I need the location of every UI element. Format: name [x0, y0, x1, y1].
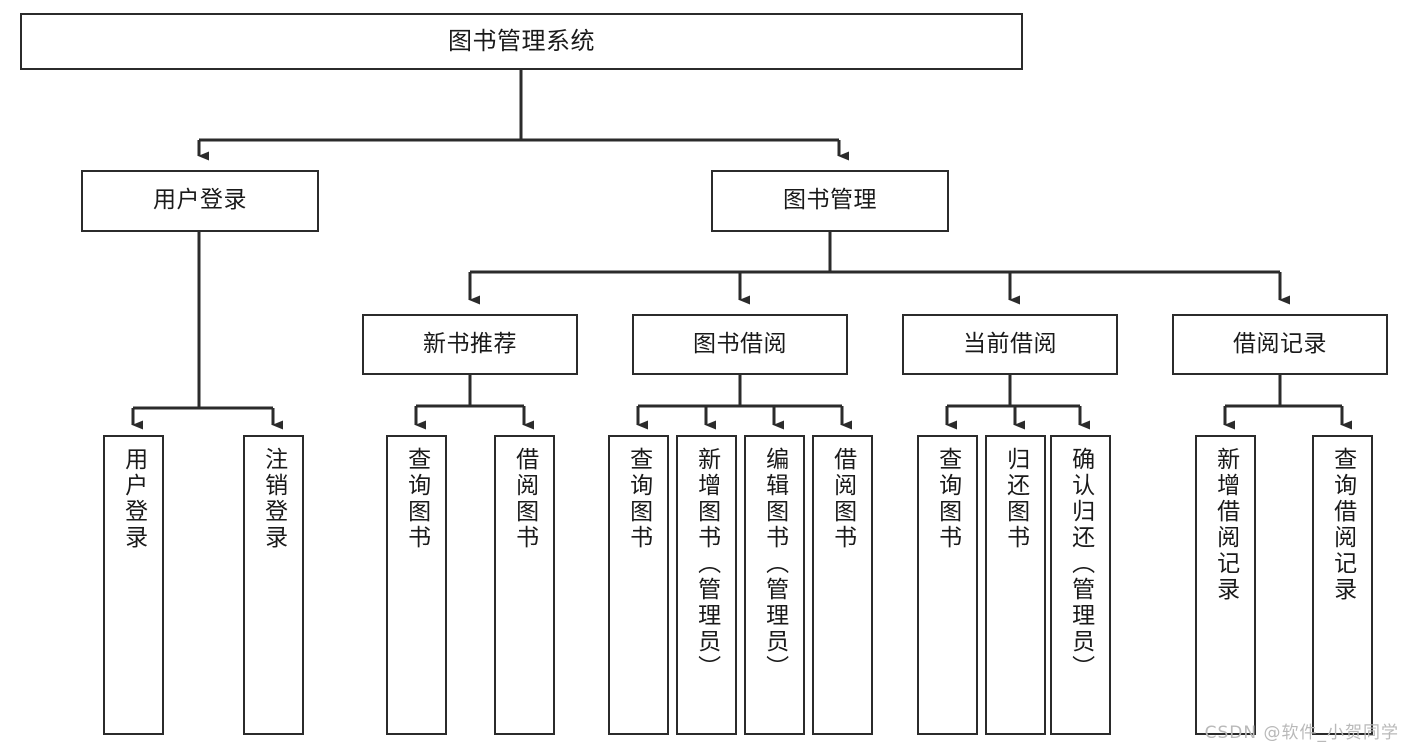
- node-book-borrow[interactable]: 图书借阅: [632, 314, 848, 375]
- leaf-current-return-book[interactable]: 归还图书: [985, 435, 1046, 735]
- leaf-current-query-book[interactable]: 查询图书: [917, 435, 978, 735]
- node-user-login[interactable]: 用户登录: [81, 170, 319, 232]
- leaf-new-book-query[interactable]: 查询图书: [386, 435, 447, 735]
- node-label: 注销登录: [260, 447, 287, 551]
- node-label: 借阅图书: [511, 447, 538, 551]
- node-label: 图书管理: [783, 187, 877, 214]
- leaf-record-query[interactable]: 查询借阅记录: [1312, 435, 1373, 735]
- node-label: 归还图书: [1002, 447, 1029, 551]
- leaf-borrow-edit-book[interactable]: 编辑图书（管理员）: [744, 435, 805, 735]
- node-label: 借阅记录: [1233, 330, 1327, 357]
- leaf-record-add[interactable]: 新增借阅记录: [1195, 435, 1256, 735]
- node-label: 新增图书（管理员）: [693, 447, 720, 681]
- watermark: CSDN @软件_小贺同学: [1204, 723, 1399, 743]
- node-label: 查询图书: [934, 447, 961, 551]
- node-label: 查询借阅记录: [1329, 447, 1356, 603]
- leaf-borrow-borrow-book[interactable]: 借阅图书: [812, 435, 873, 735]
- leaf-user-login-logout[interactable]: 注销登录: [243, 435, 304, 735]
- node-current-borrow[interactable]: 当前借阅: [902, 314, 1118, 375]
- node-book-management[interactable]: 图书管理: [711, 170, 949, 232]
- leaf-borrow-query-book[interactable]: 查询图书: [608, 435, 669, 735]
- node-label: 查询图书: [403, 447, 430, 551]
- node-label: 当前借阅: [963, 330, 1057, 357]
- node-label: 借阅图书: [829, 447, 856, 551]
- node-label: 新增借阅记录: [1212, 447, 1239, 603]
- node-borrow-record[interactable]: 借阅记录: [1172, 314, 1388, 375]
- node-label: 用户登录: [153, 187, 247, 214]
- leaf-borrow-add-book[interactable]: 新增图书（管理员）: [676, 435, 737, 735]
- node-root-system[interactable]: 图书管理系统: [20, 13, 1023, 70]
- node-label: 新书推荐: [423, 330, 517, 357]
- leaf-user-login-login[interactable]: 用户登录: [103, 435, 164, 735]
- node-label: 确认归还（管理员）: [1067, 447, 1094, 681]
- node-label: 用户登录: [120, 447, 147, 551]
- node-label: 图书管理系统: [448, 27, 595, 56]
- leaf-current-confirm-return[interactable]: 确认归还（管理员）: [1050, 435, 1111, 735]
- node-label: 编辑图书（管理员）: [761, 447, 788, 681]
- leaf-new-book-borrow[interactable]: 借阅图书: [494, 435, 555, 735]
- node-new-book-recommend[interactable]: 新书推荐: [362, 314, 578, 375]
- node-label: 查询图书: [625, 447, 652, 551]
- node-label: 图书借阅: [693, 330, 787, 357]
